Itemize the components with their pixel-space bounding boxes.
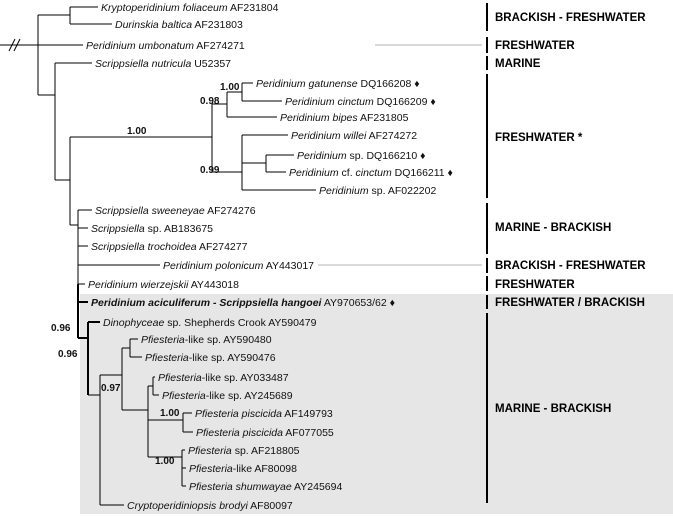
taxon-label: Peridinium aciculiferum - Scrippsiella h… [91,297,396,309]
habitat-label: FRESHWATER [495,40,575,52]
taxon-label: Peridinium cinctum DQ166209 ♦ [285,96,436,108]
taxon-label: Pfiesteria shumwayae AY245694 [189,481,342,493]
habitat-label: FRESHWATER [495,279,575,291]
root-break-mark [13,38,21,52]
taxon-label: Pfiesteria-like AF80098 [189,463,297,475]
support-value: 0.99 [200,165,220,176]
taxon-label: Peridinium sp. DQ166210 ♦ [297,150,426,162]
taxon-label: Pfiesteria sp. AF218805 [188,445,300,457]
habitat-label: BRACKISH - FRESHWATER [495,260,646,272]
taxon-label: Scrippsiella sweeneyae AF274276 [95,205,256,217]
habitat-label: MARINE [495,58,541,70]
habitat-label: MARINE - BRACKISH [495,403,611,415]
support-value: 1.00 [160,408,180,419]
taxon-label: Scrippsiella nutricula U52357 [95,58,231,70]
taxon-label: Pfiesteria-like sp. AY245689 [162,390,293,402]
support-value: 0.96 [51,323,71,334]
taxon-label: Pfiesteria-like sp. AY033487 [158,372,289,384]
taxon-label: Cryptoperidiniopsis brodyi AF80097 [127,500,293,512]
taxon-label: Peridinium wierzejskii AY443018 [88,279,239,291]
taxon-label: Pfiesteria piscicida AF149793 [195,408,333,420]
habitat-label: FRESHWATER / BRACKISH [495,297,645,309]
taxon-label: Durinskia baltica AF231803 [115,19,243,31]
taxon-label: Pfiesteria-like sp. AY590476 [145,352,276,364]
habitat-label: MARINE - BRACKISH [495,222,611,234]
highlight-box [80,294,673,514]
taxon-label: Peridinium gatunense DQ166208 ♦ [256,78,420,90]
taxon-label: Peridinium polonicum AY443017 [163,260,314,272]
habitat-label: FRESHWATER * [495,132,583,144]
support-value: 0.96 [58,349,78,360]
habitat-label: BRACKISH - FRESHWATER [495,12,646,24]
taxon-label: Peridinium willei AF274272 [291,130,417,142]
taxon-label: Kryptoperidinium foliaceum AF231804 [101,2,279,14]
support-value: 0.97 [101,383,121,394]
taxon-label: Pfiesteria piscicida AF077055 [196,427,334,439]
taxon-label: Scrippsiella sp. AB183675 [91,223,213,235]
support-value: 1.00 [220,82,240,93]
taxon-label: Dinophyceae sp. Shepherds Crook AY590479 [103,317,317,329]
support-value: 1.00 [155,456,175,467]
taxon-label: Peridinium cf. cinctum DQ166211 ♦ [289,167,454,179]
taxon-label: Scrippsiella trochoidea AF274277 [91,241,248,253]
taxon-label: Peridinium umbonatum AF274271 [86,40,245,52]
support-value: 1.00 [127,126,147,137]
support-value: 0.98 [200,96,220,107]
taxon-label: Peridinium sp. AF022202 [319,185,436,197]
taxon-label: Peridinium bipes AF231805 [280,112,409,124]
root-break-mark [8,38,16,52]
taxon-label: Pfiesteria-like sp. AY590480 [141,334,272,346]
